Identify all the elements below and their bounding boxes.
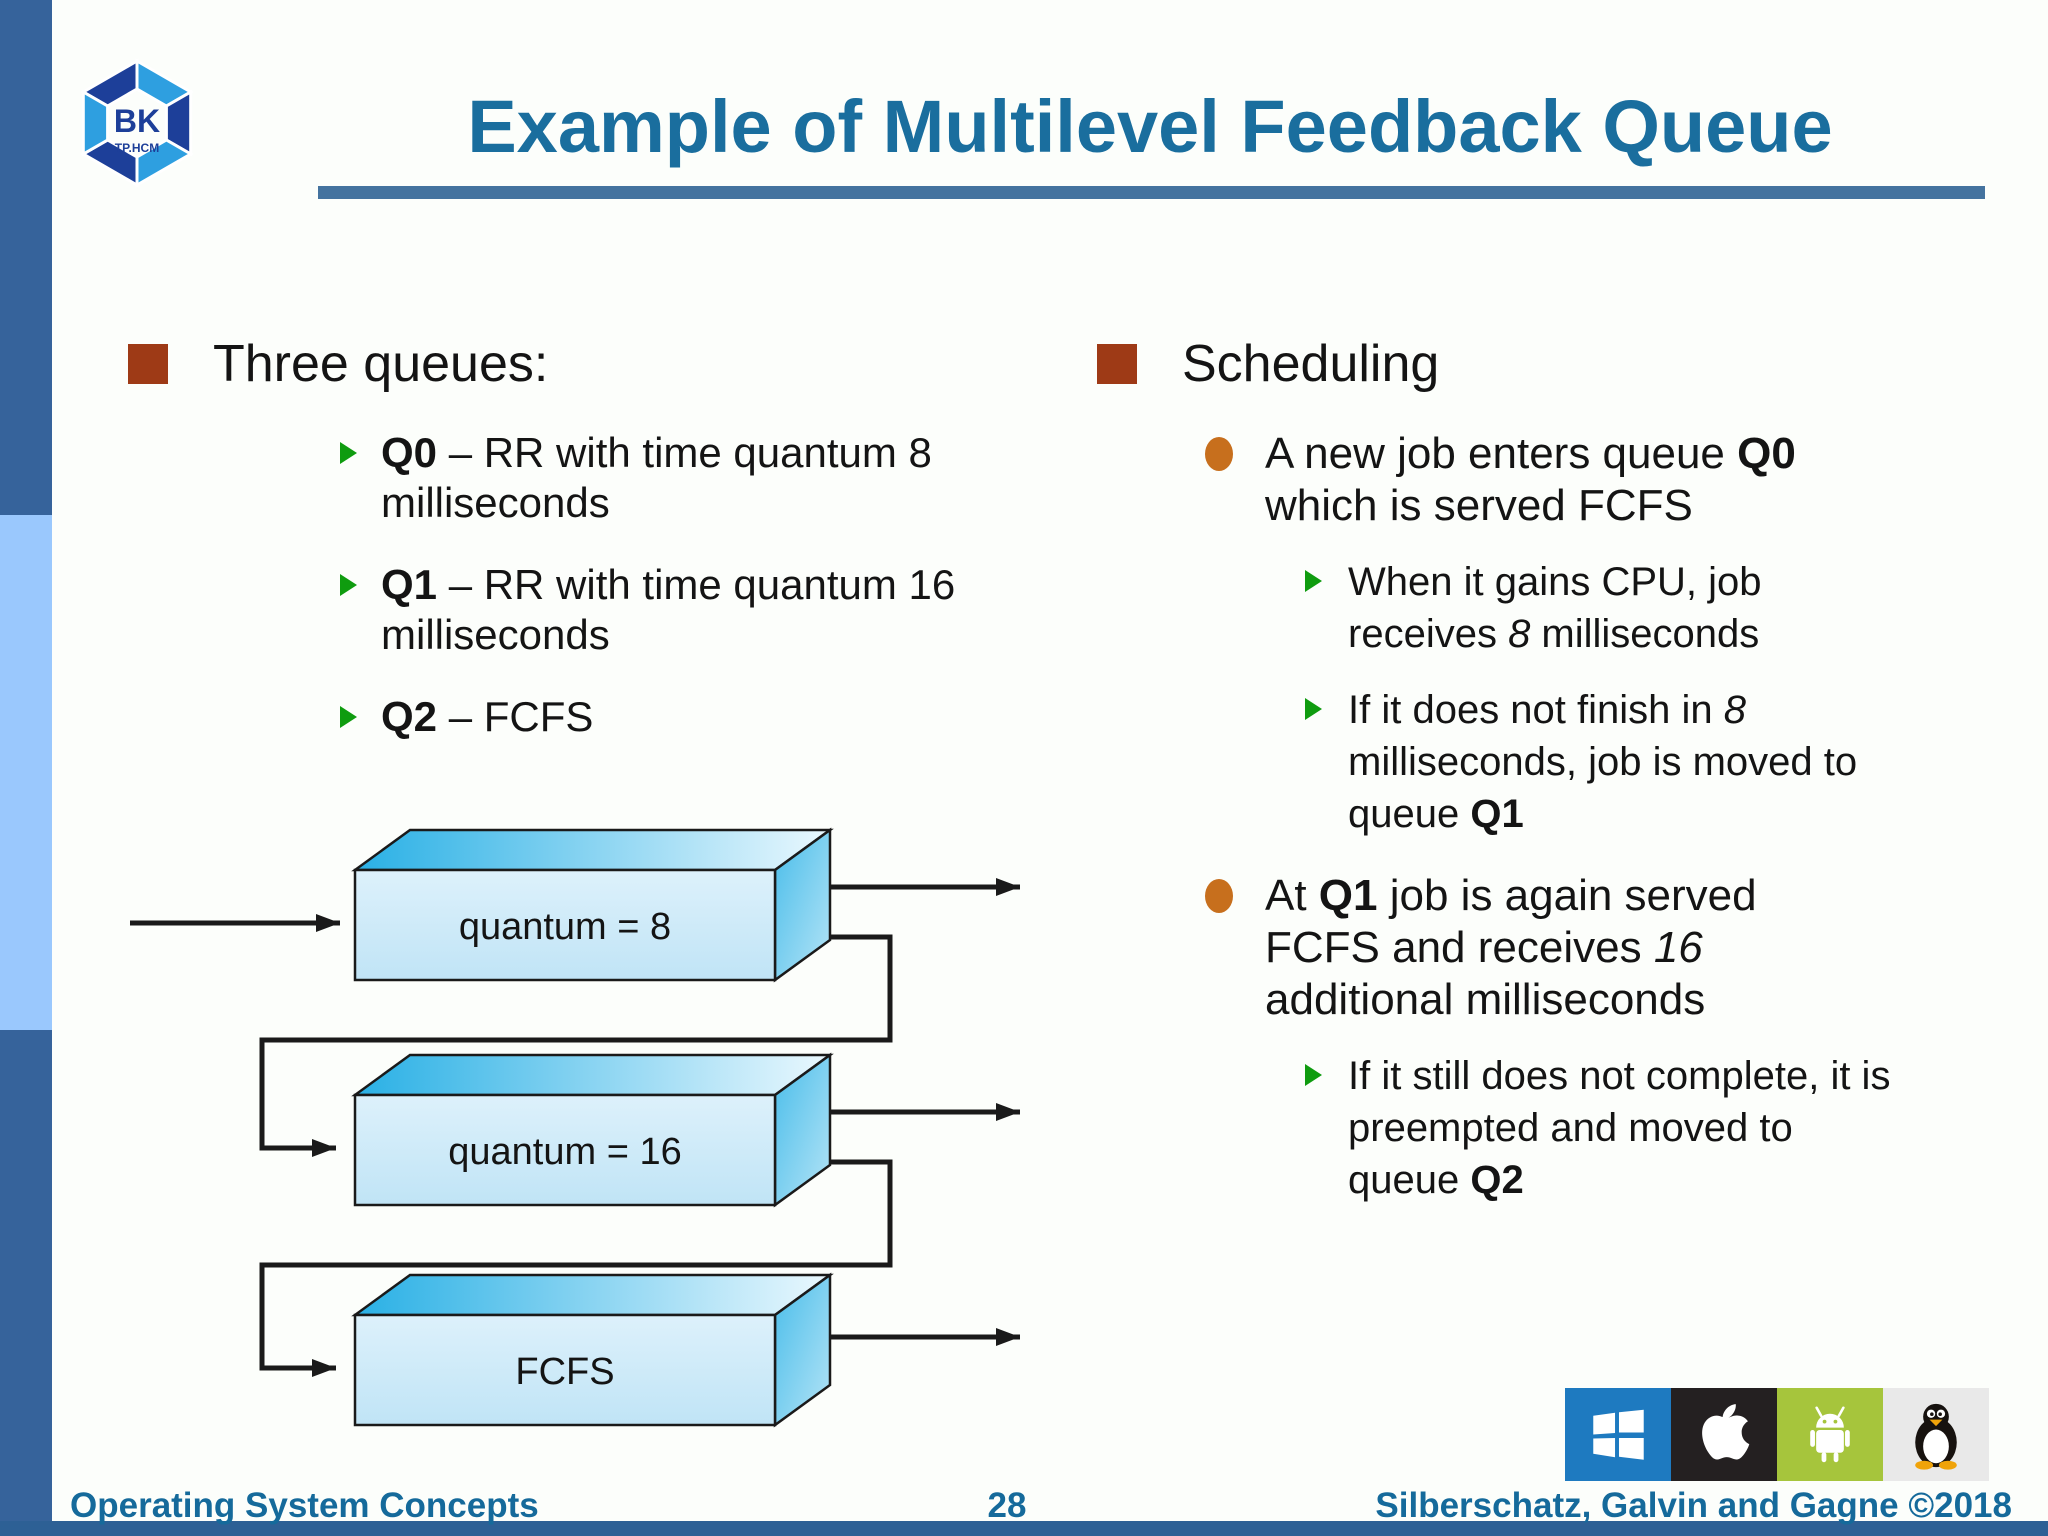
list-item-text: Q0 – RR with time quantum 8 milliseconds [381,429,932,526]
sub-item-text: If it still does not complete, it is pre… [1348,1054,1891,1202]
list-item-text: A new job enters queue Q0 which is serve… [1265,429,1796,530]
sub-item-gains-cpu: When it gains CPU, job receives 8 millis… [1305,556,1965,660]
right-column-list: A new job enters queue Q0 which is serve… [1205,428,1965,1206]
list-item-new-job: A new job enters queue Q0 which is serve… [1205,428,1965,532]
list-item-text: Q1 – RR with time quantum 16 millisecond… [381,561,956,658]
multilevel-queue-diagram: quantum = 8 quantum = 16 FCFS [130,827,1020,1428]
sidebar-segment-bottom [0,1030,52,1536]
arrow-q1-to-q2 [259,1159,893,1377]
android-logo-icon [1777,1388,1883,1481]
queue-box-q1: quantum = 16 [351,1052,834,1208]
queue-box-label: quantum = 8 [459,906,671,948]
queue-box-q0: quantum = 8 [351,827,834,983]
sub-item-not-finish: If it does not finish in 8 milliseconds,… [1305,684,1965,840]
left-column-heading: Three queues: [128,336,548,392]
sidebar-segment-top [0,0,52,515]
footer-book-title: Operating System Concepts [70,1486,539,1525]
sidebar-segment-middle [0,515,52,1030]
triangle-bullet-icon [340,574,357,596]
triangle-bullet-icon [340,442,357,464]
triangle-bullet-icon [1305,1064,1322,1086]
queue-box-q2: FCFS [351,1272,834,1428]
list-item-q0: Q0 – RR with time quantum 8 milliseconds [340,428,1000,528]
square-bullet-icon [1097,344,1137,384]
square-bullet-icon [128,344,168,384]
triangle-bullet-icon [1305,570,1322,592]
right-column-heading: Scheduling [1097,336,1439,392]
triangle-bullet-icon [1305,698,1322,720]
list-item-text: Q2 – FCFS [381,693,594,740]
logo-tphcm-text: TP.HCM [115,141,159,155]
list-item-q2: Q2 – FCFS [340,692,1000,742]
title-underline [318,186,1985,199]
windows-logo-icon [1565,1388,1671,1481]
circle-bullet-icon [1205,879,1233,913]
sub-item-still-not-complete: If it still does not complete, it is pre… [1305,1050,1965,1206]
sub-item-text: When it gains CPU, job receives 8 millis… [1348,560,1762,656]
left-heading-label: Three queues: [213,335,549,393]
apple-logo-icon [1671,1388,1777,1481]
triangle-bullet-icon [340,706,357,728]
circle-bullet-icon [1205,437,1233,471]
arrow-q0-to-q1 [259,934,893,1157]
linux-tux-logo-icon [1883,1388,1989,1481]
os-logos-strip [1565,1388,1989,1481]
list-item-q1: Q1 – RR with time quantum 16 millisecond… [340,560,1000,660]
logo-bk-text: BK [114,103,160,139]
footer-authors: Silberschatz, Galvin and Gagne ©2018 [1375,1486,2012,1525]
right-heading-label: Scheduling [1182,335,1440,393]
bottom-edge-bar [0,1521,2048,1536]
footer-page-number: 28 [987,1486,1027,1525]
queue-box-label: quantum = 16 [448,1131,681,1173]
list-item-at-q1: At Q1 job is again served FCFS and recei… [1205,870,1965,1026]
bk-tphcm-logo: BK TP.HCM [80,58,194,188]
sub-item-text: If it does not finish in 8 milliseconds,… [1348,688,1858,836]
page-title: Example of Multilevel Feedback Queue [467,85,1833,168]
queue-box-label: FCFS [515,1351,614,1393]
left-column-list: Q0 – RR with time quantum 8 milliseconds… [340,428,1000,774]
list-item-text: At Q1 job is again served FCFS and recei… [1265,871,1757,1024]
